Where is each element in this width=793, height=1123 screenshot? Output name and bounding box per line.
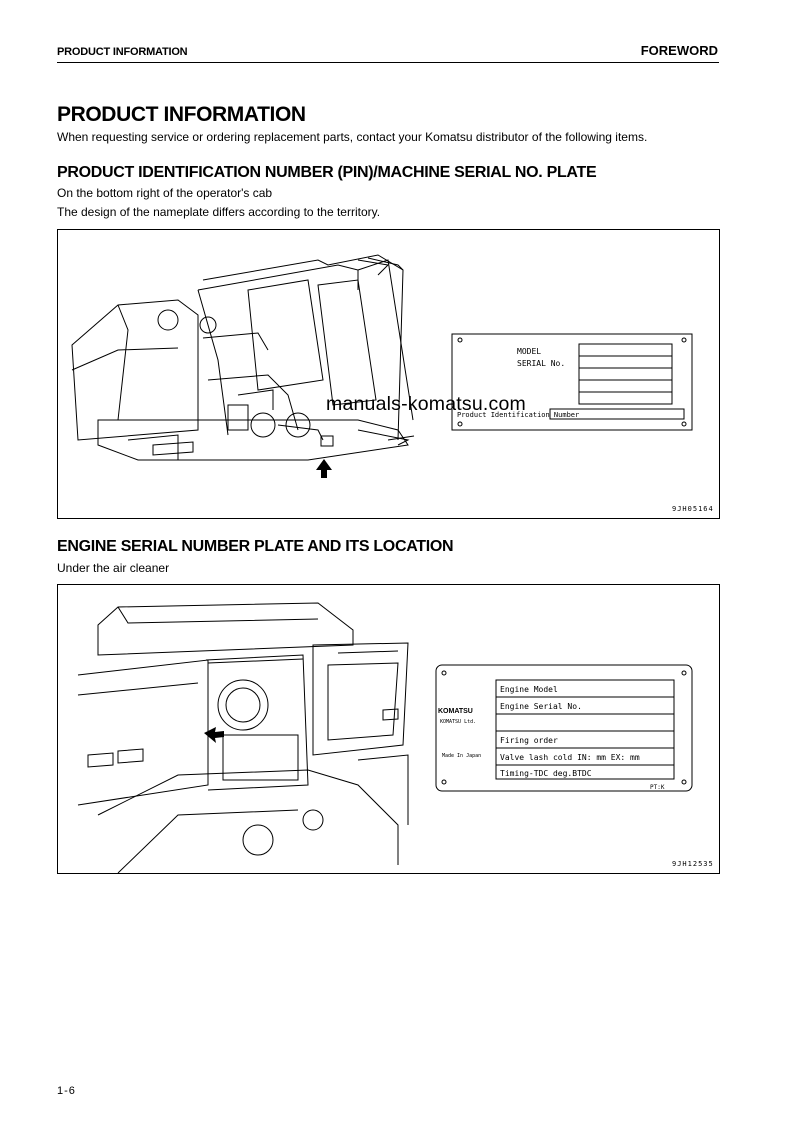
engine-nameplate: KOMATSU KOMATSU Ltd. Made In Japan Engin… [435,664,693,792]
header-rule [57,62,719,63]
figure-machine-plate: MODEL SERIAL No. Product Identification … [57,229,720,519]
page-title: PRODUCT INFORMATION [57,103,306,126]
plate-serial-label: SERIAL No. [517,359,565,368]
plate-model-label: MODEL [517,347,541,356]
figure1-code: 9JH05164 [672,505,714,513]
engine-plate-row-1: Engine Serial No. [500,702,582,711]
section2-heading: ENGINE SERIAL NUMBER PLATE AND ITS LOCAT… [57,538,454,555]
section1-heading: PRODUCT IDENTIFICATION NUMBER (PIN)/MACH… [57,164,597,181]
watermark-text: manuals-komatsu.com [326,393,526,415]
komatsu-logo-text: KOMATSU [438,708,473,715]
section2-line1: Under the air cleaner [57,561,170,575]
section1-line2: The design of the nameplate differs acco… [57,205,381,219]
location-arrow-icon [316,459,332,478]
header-chapter-title: FOREWORD [640,43,718,58]
serial-nameplate: MODEL SERIAL No. Product Identification … [451,333,693,431]
engine-location-arrow-icon [204,727,224,743]
engine-plate-row-4: Valve lash cold IN: mm EX: mm [500,753,640,762]
plate-pin-label: Product Identification Number [457,411,579,419]
section1-line1: On the bottom right of the operator's ca… [57,186,273,200]
engine-plate-row-0: Engine Model [500,685,558,694]
header-section-title: PRODUCT INFORMATION [57,46,188,58]
made-in-label: Made In Japan [442,753,481,759]
engine-plate-footer: PT:K [650,784,665,791]
engine-plate-row-3: Firing order [500,736,558,745]
figure2-code: 9JH12535 [672,860,714,868]
figure-engine-plate: KOMATSU KOMATSU Ltd. Made In Japan Engin… [57,584,720,874]
engine-plate-row-5: Timing-TDC deg.BTDC [500,769,592,778]
figure-machine-plate-drawing: MODEL SERIAL No. Product Identification … [71,254,714,513]
komatsu-ltd-text: KOMATSU Ltd. [440,719,476,725]
figure-engine-plate-drawing: KOMATSU KOMATSU Ltd. Made In Japan Engin… [77,602,714,873]
intro-text: When requesting service or ordering repl… [57,130,648,144]
page-number: 1-6 [57,1085,76,1097]
